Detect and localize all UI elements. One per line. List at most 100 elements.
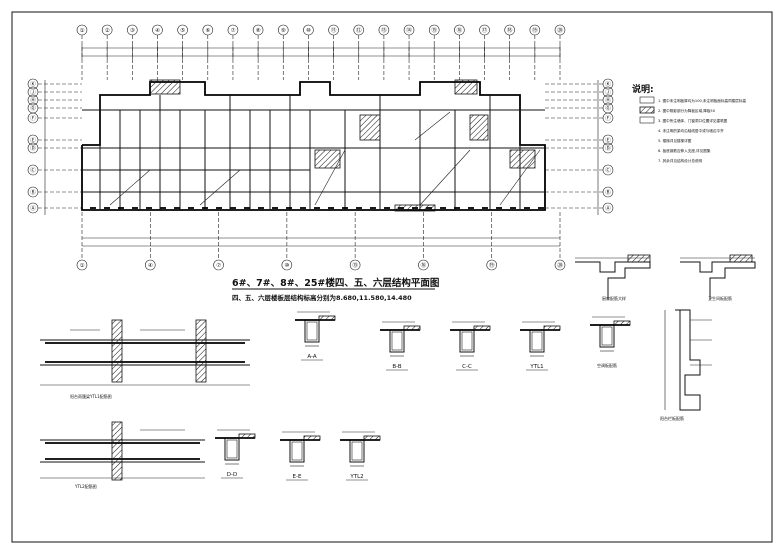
axis-bubble-top: ②	[101, 24, 113, 36]
axis-bubble-left: Ⓙ	[27, 86, 39, 98]
axis-bubble-top: ⑫	[353, 24, 365, 36]
axis-bubble-top: ⑮	[428, 24, 440, 36]
svg-text:Ⓐ: Ⓐ	[605, 204, 611, 212]
svg-text:Ⓕ: Ⓕ	[30, 114, 36, 122]
beam-caption-2: YTL2配筋图	[74, 483, 97, 489]
note-line: 5. 楼梯详见楼梯详图	[658, 138, 692, 143]
axis-bubble-right: Ⓕ	[602, 112, 614, 124]
svg-text:Ⓖ: Ⓖ	[605, 104, 611, 112]
axis-bubble-bottom: ⑲	[486, 259, 498, 271]
svg-text:②: ②	[105, 27, 110, 34]
svg-text:Ⓑ: Ⓑ	[605, 188, 611, 196]
svg-text:Ⓒ: Ⓒ	[30, 166, 36, 174]
lowered-slab-regions	[149, 79, 536, 212]
plan-subtitle: 四、五、六层楼板层结构标高分别为8.680,11.580,14.480	[232, 293, 412, 302]
axis-bubble-top: ⑨	[277, 24, 289, 36]
axis-bubble-right: Ⓔ	[602, 134, 614, 146]
svg-text:④: ④	[148, 263, 153, 269]
beam-caption-1: 阳台雨篷梁YTL1配筋图	[70, 393, 112, 399]
svg-text:⑯: ⑯	[421, 261, 427, 269]
svg-text:⑪: ⑪	[331, 26, 337, 34]
section-label: D-D	[227, 472, 237, 478]
axis-bubble-right: Ⓒ	[602, 164, 614, 176]
svg-text:⑮: ⑮	[431, 26, 437, 34]
detail-label-kitchen: 厨房配筋大样	[602, 295, 626, 301]
svg-text:Ⓔ: Ⓔ	[30, 136, 36, 144]
axis-bubble-top: ①	[76, 24, 88, 36]
axis-bubble-left: Ⓒ	[27, 164, 39, 176]
svg-text:Ⓐ: Ⓐ	[30, 204, 36, 212]
section-detail: YTL1	[520, 321, 561, 371]
axis-bubble-right: Ⓑ	[602, 186, 614, 198]
detail-label-parapet: 阳台栏板配筋	[660, 415, 684, 421]
svg-text:⑲: ⑲	[532, 26, 538, 34]
axis-bubble-top: ⑧	[252, 24, 264, 36]
section-details: A-A B-B C-C YTL1 空调板配筋 D-D E-E YTL2	[215, 311, 631, 481]
detail-bath: 卫生间板配筋	[680, 254, 756, 301]
detail-parapet: 阳台栏板配筋	[660, 309, 712, 421]
note-line: 7. 其余详见结构设计总说明	[658, 158, 703, 163]
beam-elevation-2: YTL2配筋图	[40, 421, 205, 489]
axis-bubble-left: Ⓑ	[27, 186, 39, 198]
axis-bubble-top: ⑭	[403, 24, 415, 36]
note-line: 6. 板底钢筋应伸入支座,详见图集	[658, 148, 711, 153]
section-label: 空调板配筋	[597, 362, 617, 368]
svg-text:⑦: ⑦	[216, 262, 221, 269]
axis-bubble-right: Ⓖ	[602, 102, 614, 114]
axis-bubble-left: Ⓗ	[27, 94, 39, 106]
svg-text:①: ①	[80, 28, 85, 34]
svg-text:⑲: ⑲	[489, 261, 495, 269]
axis-bubble-top: ⑬	[378, 24, 390, 36]
axis-bubble-left: Ⓕ	[27, 112, 39, 124]
svg-text:⑩: ⑩	[284, 262, 289, 269]
svg-text:Ⓑ: Ⓑ	[30, 188, 36, 196]
right-details: 厨房配筋大样 卫生间板配筋 阳台栏板配筋	[575, 254, 756, 421]
svg-text:Ⓙ: Ⓙ	[30, 88, 36, 96]
slab-diagonals	[109, 111, 541, 206]
note-line: 4. 未注明的梁均沿轴线居中或与墙边平齐	[658, 128, 724, 133]
notes-heading: 说明:	[632, 83, 654, 95]
section-label: A-A	[307, 354, 317, 360]
section-detail: D-D	[215, 429, 256, 479]
section-detail: A-A	[295, 311, 336, 361]
axis-bubble-top: ⑰	[479, 24, 490, 36]
svg-text:⑯: ⑯	[457, 26, 463, 34]
svg-text:④: ④	[155, 28, 160, 34]
axis-bubble-top: ⑲	[529, 24, 541, 36]
section-detail: B-B	[380, 321, 421, 371]
svg-text:③: ③	[130, 28, 135, 34]
axis-bubble-left: Ⓓ	[27, 142, 39, 154]
axis-bubble-top: ④	[152, 24, 163, 36]
axis-bubble-top: ⑱	[504, 24, 515, 36]
axis-bubble-left: Ⓔ	[27, 134, 39, 146]
svg-text:Ⓒ: Ⓒ	[605, 166, 611, 174]
axis-bubble-right: Ⓓ	[602, 142, 614, 154]
svg-text:Ⓚ: Ⓚ	[605, 80, 611, 88]
svg-text:⑦: ⑦	[230, 27, 235, 34]
detail-label-bath: 卫生间板配筋	[708, 295, 732, 301]
svg-text:Ⓖ: Ⓖ	[30, 104, 36, 112]
axis-bubble-top: ⑦	[227, 24, 239, 36]
svg-text:⑨: ⑨	[281, 27, 286, 34]
axis-bubble-top: ⑯	[454, 24, 465, 36]
section-label: YTL1	[529, 364, 543, 370]
axis-bubble-left: Ⓖ	[27, 102, 39, 114]
svg-text:Ⓗ: Ⓗ	[605, 96, 611, 104]
svg-text:①: ①	[80, 263, 85, 269]
plan-title: 6#、7#、8#、25#楼四、五、六层结构平面图	[232, 277, 439, 289]
svg-text:⑬: ⑬	[381, 26, 387, 34]
section-detail: E-E	[280, 431, 321, 481]
svg-text:⑬: ⑬	[352, 261, 358, 269]
axis-bubble-bottom: ④	[144, 259, 156, 271]
svg-text:Ⓔ: Ⓔ	[605, 136, 611, 144]
building-outline	[81, 81, 546, 211]
section-label: E-E	[293, 474, 302, 480]
section-label: C-C	[462, 364, 472, 370]
svg-text:⑭: ⑭	[406, 26, 412, 34]
svg-text:Ⓗ: Ⓗ	[30, 96, 36, 104]
section-label: YTL2	[349, 474, 363, 480]
section-detail: 空调板配筋	[590, 316, 631, 368]
